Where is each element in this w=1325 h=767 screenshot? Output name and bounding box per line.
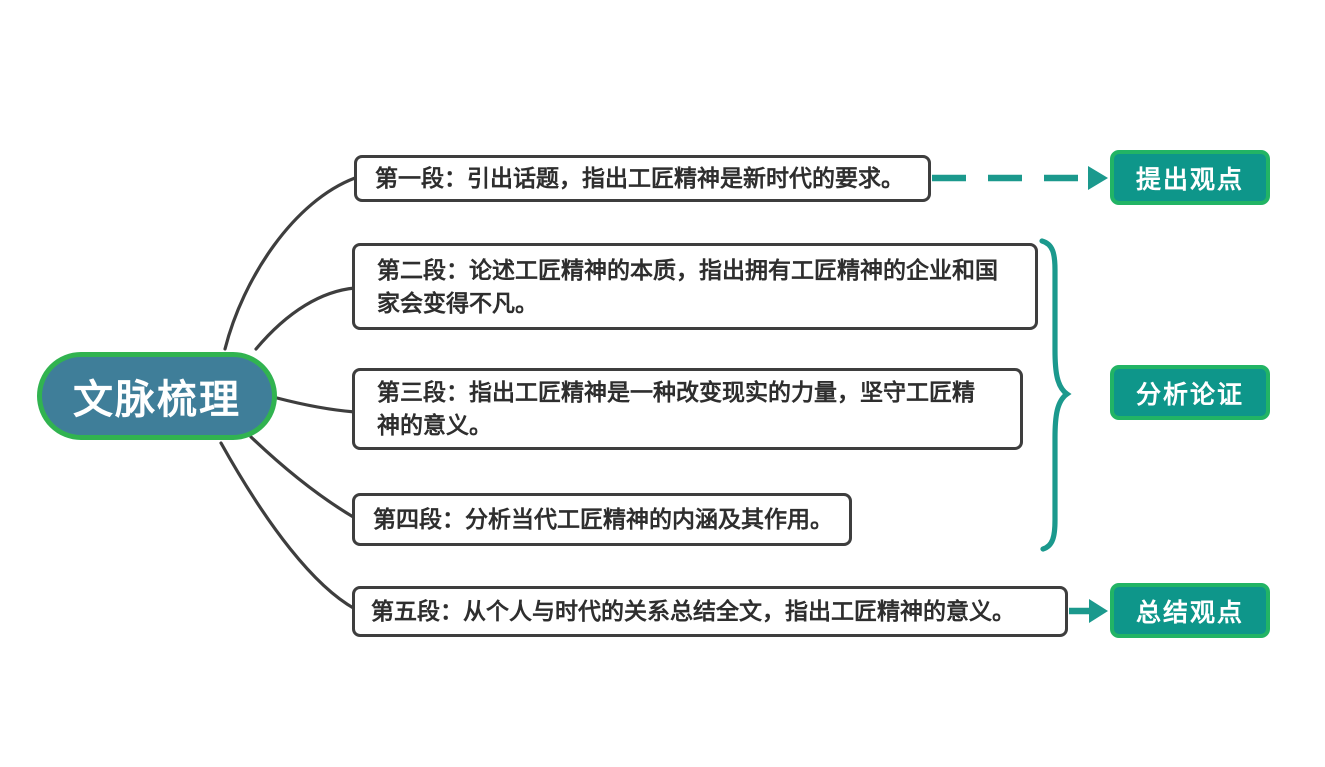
stage-propose-text: 提出观点 xyxy=(1135,165,1244,194)
root-label: 文脉梳理 xyxy=(73,378,241,422)
stage-analyze-text: 分析论证 xyxy=(1135,380,1244,409)
paragraph-box-1: 第一段：引出话题，指出工匠精神是新时代的要求。 xyxy=(354,155,931,202)
root-node: 文脉梳理 xyxy=(37,352,277,440)
branch-curve-1 xyxy=(223,176,357,351)
stage-label-analyze: 分析论证 xyxy=(1110,365,1270,420)
paragraph-box-5: 第五段：从个人与时代的关系总结全文，指出工匠精神的意义。 xyxy=(352,586,1068,637)
paragraph-5-text: 第五段：从个人与时代的关系总结全文，指出工匠精神的意义。 xyxy=(371,598,1015,624)
paragraph-2-text: 第二段：论述工匠精神的本质，指出拥有工匠精神的企业和国 家会变得不凡。 xyxy=(377,256,998,316)
paragraph-3-text: 第三段：指出工匠精神是一种改变现实的力量，坚守工匠精 神的意义。 xyxy=(377,379,975,438)
branch-curve-2 xyxy=(254,286,357,351)
paragraph-4-text: 第四段：分析当代工匠精神的内涵及其作用。 xyxy=(373,506,833,532)
branch-curve-5 xyxy=(219,441,357,611)
paragraph-box-3: 第三段：指出工匠精神是一种改变现实的力量，坚守工匠精 神的意义。 xyxy=(352,368,1023,450)
branch-curve-4 xyxy=(249,435,357,520)
paragraph-box-2: 第二段：论述工匠精神的本质，指出拥有工匠精神的企业和国 家会变得不凡。 xyxy=(352,243,1038,330)
stage-conclude-text: 总结观点 xyxy=(1135,598,1244,627)
paragraph-box-4: 第四段：分析当代工匠精神的内涵及其作用。 xyxy=(352,493,852,546)
stage-label-propose: 提出观点 xyxy=(1110,150,1270,205)
paragraph-1-text: 第一段：引出话题，指出工匠精神是新时代的要求。 xyxy=(375,165,904,191)
branch-curve-3 xyxy=(275,396,357,414)
curly-brace-icon xyxy=(1039,238,1072,552)
stage-label-conclude: 总结观点 xyxy=(1110,583,1270,638)
dashed-arrow-icon xyxy=(932,166,1108,190)
solid-arrow-icon xyxy=(1069,599,1108,623)
